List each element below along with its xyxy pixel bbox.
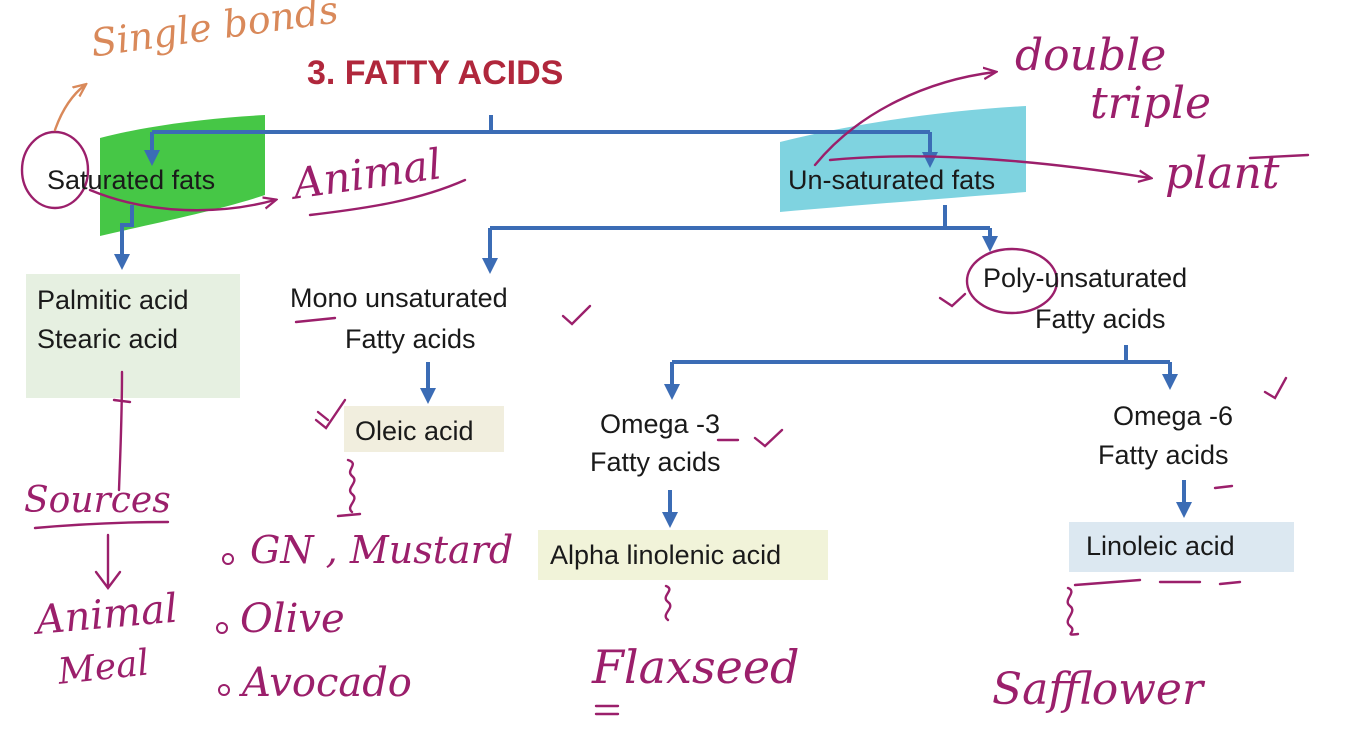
stearic-acid-label: Stearic acid	[37, 324, 179, 354]
unsaturated-to-double-arrow	[813, 72, 995, 167]
blue-arrows	[114, 115, 1192, 528]
oleic-acid-box	[344, 406, 504, 452]
oleic-squiggle	[336, 458, 362, 518]
mono-underline	[294, 316, 337, 324]
linoleic-acid-box	[1069, 522, 1294, 572]
unsaturated-to-plant-arrow	[828, 155, 1150, 178]
flaxseed-note: Flaxseed	[592, 640, 800, 694]
single-bonds-arrow	[53, 85, 85, 132]
saturated-fats-label: Saturated fats	[47, 165, 216, 195]
omega3-tick	[753, 428, 784, 448]
mono-source-bullet-2	[216, 622, 228, 634]
triple-note: triple	[1090, 78, 1212, 129]
saturated-to-animal-arrow	[88, 188, 275, 212]
sources-note: Sources	[24, 480, 171, 521]
oleic-acid-label: Oleic acid	[355, 416, 474, 446]
saturated-down-line	[117, 370, 124, 492]
ink-strokes	[20, 72, 1310, 716]
poly-circle-mark	[965, 247, 1059, 315]
plant-tail	[1248, 153, 1310, 160]
saturated-down-tick	[112, 398, 132, 404]
mono-source-olive: Olive	[240, 596, 345, 642]
plant-note: plant	[1165, 148, 1280, 199]
omega6-tick	[1263, 376, 1288, 400]
mono-unsaturated-label: Mono unsaturated	[290, 283, 508, 313]
omega3-label: Omega -3	[600, 409, 721, 439]
sources-underline	[33, 520, 170, 530]
linoleic-acid-label: Linoleic acid	[1086, 531, 1235, 561]
animal-underline	[308, 178, 467, 217]
linoleic-dash	[1213, 484, 1234, 490]
poly-fatty-acids-label: Fatty acids	[1035, 304, 1166, 334]
page-title: 3. FATTY ACIDS	[307, 54, 564, 92]
unsaturated-fats-label: Un-saturated fats	[788, 165, 996, 195]
saturated-examples-box	[26, 274, 240, 398]
palmitic-acid-label: Palmitic acid	[37, 285, 189, 315]
alpha-linolenic-box	[538, 530, 828, 580]
mono-tick	[561, 304, 592, 326]
mono-source-bullet-1	[222, 553, 234, 565]
poly-tick	[938, 292, 967, 308]
mono-source-bullet-3	[218, 684, 230, 696]
mono-fatty-acids-label: Fatty acids	[345, 324, 476, 354]
mono-source-avocado: Avocado	[242, 660, 412, 706]
omega6-label: Omega -6	[1113, 401, 1234, 431]
linoleic-squiggle	[1066, 586, 1080, 636]
arrow-saturated-to-examples	[114, 205, 134, 270]
poly-unsaturated-label: Poly-unsaturated	[983, 263, 1188, 293]
alpha-linolenic-label: Alpha linolenic acid	[550, 540, 782, 570]
alpha-squiggle	[664, 584, 672, 622]
oleic-tick	[314, 398, 347, 430]
linoleic-underline-dashes	[1073, 578, 1242, 587]
mono-source-gn-mustard: GN , Mustard	[250, 528, 514, 572]
flaxseed-underline	[594, 704, 620, 716]
omega3-fatty-acids-label: Fatty acids	[590, 447, 721, 477]
saturated-circle-mark	[20, 130, 90, 210]
sources-to-meal-arrow	[94, 533, 122, 590]
orange-ink-strokes	[53, 85, 85, 132]
safflower-note: Safflower	[992, 664, 1203, 715]
omega6-fatty-acids-label: Fatty acids	[1098, 440, 1229, 470]
double-note: double	[1015, 30, 1167, 81]
